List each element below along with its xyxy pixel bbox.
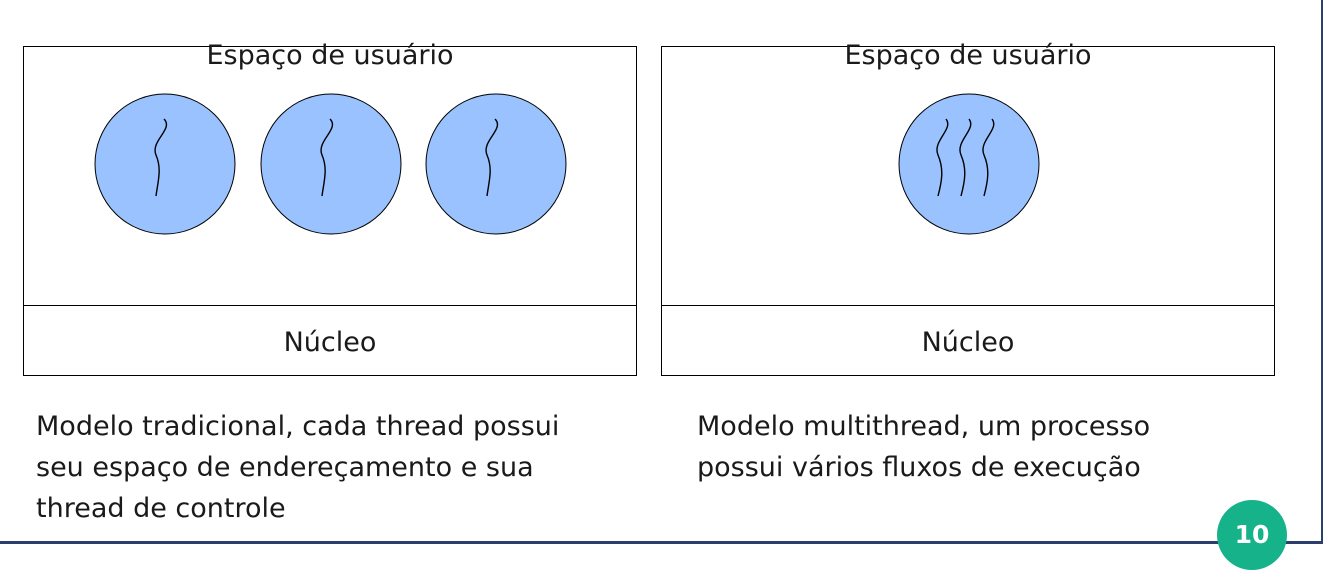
caption-line: thread de controle bbox=[36, 493, 286, 524]
process-circle bbox=[425, 93, 567, 235]
kernel-label: Núcleo bbox=[283, 327, 377, 358]
traditional-model-caption: Modelo tradicional, cada thread possui s… bbox=[36, 406, 636, 529]
process-circle bbox=[94, 93, 236, 235]
user-space-label: Espaço de usuário bbox=[844, 40, 1092, 71]
caption-line: Modelo multithread, um processo bbox=[697, 411, 1151, 442]
slide-right-edge bbox=[1321, 0, 1323, 544]
multithread-model-diagram: Espaço de usuário Núcleo bbox=[661, 40, 1275, 376]
thread-line bbox=[485, 118, 498, 197]
user-space-label: Espaço de usuário bbox=[206, 40, 454, 71]
caption-line: Modelo tradicional, cada thread possui bbox=[36, 411, 560, 442]
thread-line bbox=[320, 118, 333, 197]
page-number-badge: 10 bbox=[1217, 500, 1287, 570]
slide-bottom-edge bbox=[0, 541, 1323, 544]
traditional-model-diagram: Espaço de usuário Núcleo bbox=[23, 40, 637, 376]
process-circle bbox=[898, 93, 1040, 235]
user-space-region: Espaço de usuário bbox=[24, 40, 636, 306]
thread-line bbox=[982, 118, 995, 197]
caption-line: possui vários fluxos de execução bbox=[697, 452, 1141, 483]
process-circle bbox=[260, 93, 402, 235]
thread-line bbox=[936, 118, 949, 197]
user-space-region: Espaço de usuário bbox=[662, 40, 1274, 306]
multithread-model-caption: Modelo multithread, um processo possui v… bbox=[697, 406, 1257, 488]
kernel-label: Núcleo bbox=[921, 327, 1015, 358]
thread-line bbox=[959, 118, 972, 197]
thread-line bbox=[154, 118, 167, 197]
caption-line: seu espaço de endereçamento e sua bbox=[36, 452, 534, 483]
